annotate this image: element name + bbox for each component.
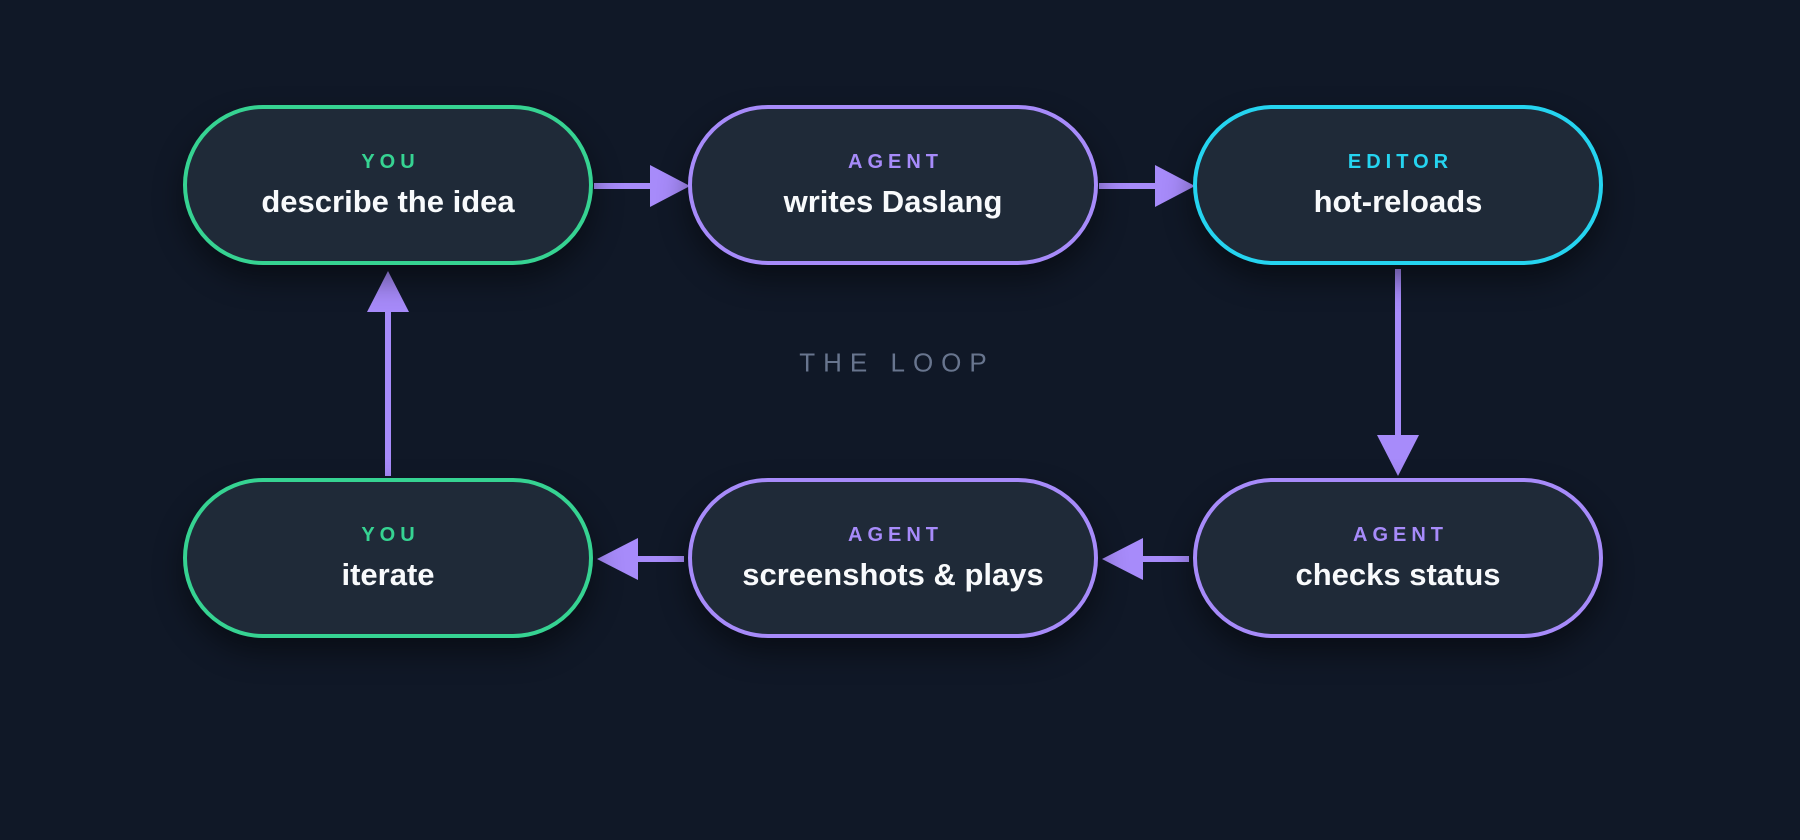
node-you-iterate: YOU iterate [183, 478, 593, 638]
node-role-label: AGENT [1353, 523, 1448, 546]
node-role-label: EDITOR [1347, 150, 1454, 173]
node-main-label: hot-reloads [1313, 183, 1483, 219]
node-editor-hot-reloads: EDITOR hot-reloads [1193, 105, 1603, 265]
node-main-label: describe the idea [261, 183, 515, 219]
node-agent-checks-status: AGENT checks status [1193, 478, 1603, 638]
arrow-screenshots-to-iterate [597, 538, 684, 580]
arrow-iterate-to-describe [367, 271, 409, 476]
arrow-checks-to-screenshots [1102, 538, 1189, 580]
arrow-describe-to-writes [594, 165, 690, 207]
arrow-writes-to-hot-reloads [1099, 165, 1195, 207]
node-agent-writes: AGENT writes Daslang [688, 105, 1098, 265]
node-main-label: screenshots & plays [742, 556, 1044, 592]
node-agent-screenshots: AGENT screenshots & plays [688, 478, 1098, 638]
node-role-label: AGENT [848, 150, 943, 173]
node-main-label: iterate [341, 556, 435, 592]
node-role-label: YOU [361, 150, 420, 173]
arrow-hot-reloads-to-checks [1377, 269, 1419, 476]
diagram-title: THE LOOP [799, 347, 995, 378]
node-main-label: checks status [1295, 556, 1501, 592]
node-you-describe: YOU describe the idea [183, 105, 593, 265]
node-main-label: writes Daslang [783, 183, 1003, 219]
node-role-label: AGENT [848, 523, 943, 546]
node-role-label: YOU [361, 523, 420, 546]
